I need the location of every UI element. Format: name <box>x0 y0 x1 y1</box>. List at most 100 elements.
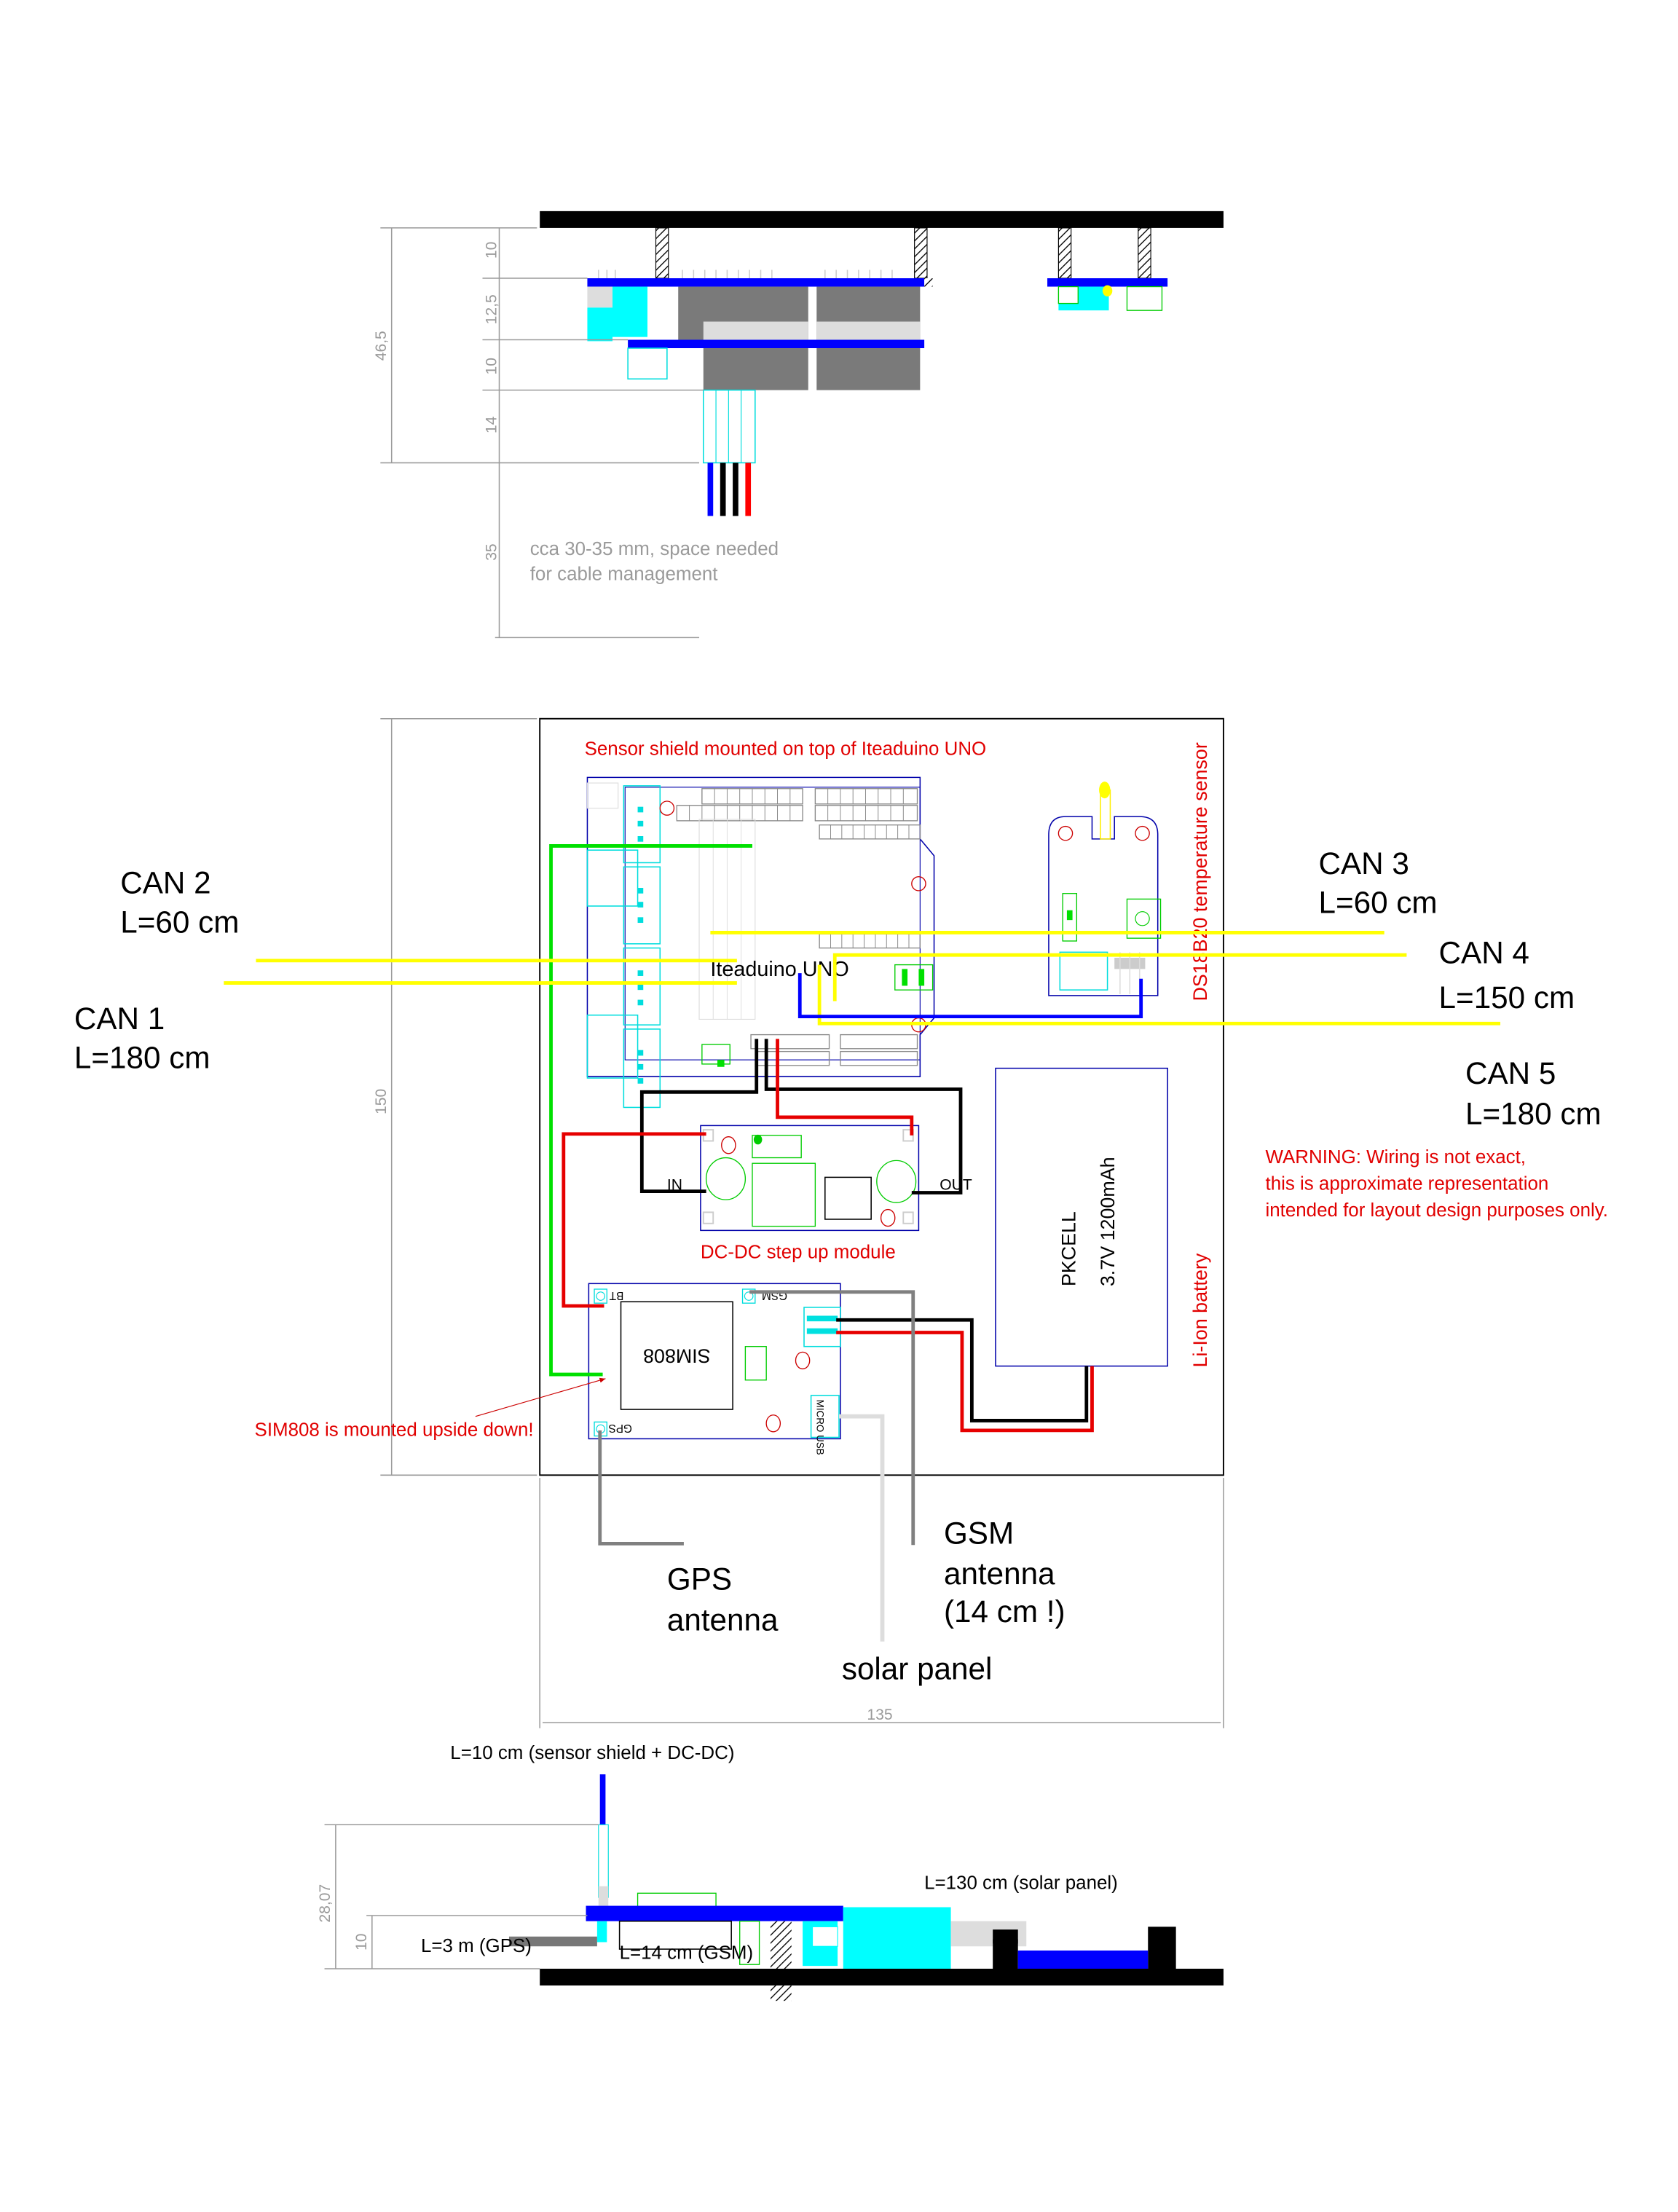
dim-46-5: 46,5 <box>373 331 390 361</box>
shield-corner <box>924 278 933 287</box>
wire-red-battery <box>836 1331 1094 1433</box>
cyan-connector-inner <box>811 1926 838 1947</box>
standoff <box>1057 227 1072 279</box>
sim-pad-bt: BT <box>609 1289 623 1302</box>
gsm-antenna-label2: antenna <box>944 1556 1055 1591</box>
header-block <box>703 348 808 390</box>
dim-10: 10 <box>484 242 500 259</box>
can3-length: L=60 cm <box>1318 886 1437 920</box>
standoff <box>1138 227 1151 279</box>
dim-135: 135 <box>867 1707 892 1723</box>
board-pcb <box>586 1905 843 1921</box>
wire-green <box>549 844 752 1377</box>
temp-sensor-part <box>1057 286 1079 304</box>
solar-connector <box>843 1907 951 1977</box>
can1-length: L=180 cm <box>74 1041 210 1075</box>
gps-antenna-label1: GPS <box>667 1562 732 1597</box>
warning-line1: WARNING: Wiring is not exact, <box>1266 1147 1526 1168</box>
gsm-cable-label: L=14 cm (GSM) <box>620 1943 754 1964</box>
dim-10-bottom: 10 <box>353 1934 370 1951</box>
wire-red-out <box>776 1039 914 1135</box>
dim-12-5: 12,5 <box>484 294 500 324</box>
can3-name: CAN 3 <box>1318 846 1409 881</box>
header-sleeve <box>703 321 808 340</box>
wire-blue <box>707 463 714 516</box>
dim-10b: 10 <box>484 358 500 374</box>
can4-length: L=150 cm <box>1439 980 1575 1015</box>
can4-name: CAN 4 <box>1439 936 1529 970</box>
wire-red <box>745 463 752 516</box>
side-view-top: 10 12,5 10 14 46,5 35 cca 30-35 mm, spac… <box>373 210 1224 639</box>
can-wire-5 <box>817 964 1501 1026</box>
header-sleeve <box>816 321 921 340</box>
dim-28-07: 28,07 <box>317 1884 334 1923</box>
can-wire-4 <box>832 953 1407 1001</box>
wire-black-out <box>764 1039 963 1194</box>
vertical-connector-base <box>598 1886 609 1906</box>
sim-pad-gps: GPS <box>608 1422 631 1434</box>
green-component <box>637 1892 717 1908</box>
can2-name: CAN 2 <box>120 866 210 900</box>
sim-upside-down-note: SIM808 is mounted upside down! <box>255 1420 534 1441</box>
sim-usb-label: MICRO USB <box>814 1400 825 1455</box>
wire-blue <box>797 973 1143 1019</box>
usb-connector <box>627 347 668 380</box>
dcdc-in-label: IN <box>667 1177 682 1194</box>
wire-red-in <box>562 1132 706 1308</box>
dimension-lines <box>380 227 704 639</box>
dim-14: 14 <box>484 416 500 433</box>
battery <box>995 1067 1168 1367</box>
enclosure-lid <box>540 210 1224 228</box>
gsm-antenna-label3: (14 cm !) <box>944 1594 1066 1629</box>
standoff <box>655 227 669 279</box>
dim-35: 35 <box>484 543 500 560</box>
shield-connector <box>587 286 613 308</box>
cable-connector <box>703 389 756 464</box>
sim-chip-label: SIM808 <box>643 1345 711 1367</box>
warning-line2: this is approximate representation <box>1266 1174 1549 1194</box>
dcdc-module <box>700 1125 920 1232</box>
cyan-small <box>596 1921 607 1943</box>
shield-cable-label: L=10 cm (sensor shield + DC-DC) <box>450 1743 734 1763</box>
dcdc-label: DC-DC step up module <box>701 1243 896 1263</box>
enclosure-floor <box>540 1968 1224 1986</box>
temp-sensor-pcb <box>1047 278 1168 287</box>
battery-line1: PKCELL <box>1057 1211 1079 1286</box>
cable-note-line2: for cable management <box>530 564 719 585</box>
solar-cable-label: L=130 cm (solar panel) <box>924 1873 1118 1894</box>
iteaduino-board <box>586 776 935 1109</box>
vertical-cable <box>599 1774 606 1825</box>
gsm-antenna-label1: GSM <box>944 1516 1014 1550</box>
cable-note-line1: cca 30-35 mm, space needed <box>530 539 779 559</box>
gps-connector <box>508 1936 597 1947</box>
iteaduino-pcb <box>628 339 925 349</box>
gps-cable-label: L=3 m (GPS) <box>421 1936 532 1956</box>
wiring <box>224 844 1501 1642</box>
temp-sensor-part <box>1126 286 1163 311</box>
standoff <box>914 227 928 279</box>
wire-black-battery <box>836 1318 1089 1422</box>
gps-antenna-label2: antenna <box>667 1602 779 1637</box>
green-part <box>739 1921 760 1965</box>
temp-sensor-led <box>1102 285 1113 296</box>
temp-sensor-label: DS18B20 temperature sensor <box>1189 742 1211 1001</box>
solar-panel-label: solar panel <box>842 1652 993 1686</box>
can5-name: CAN 5 <box>1465 1056 1556 1090</box>
standoff-bottom <box>770 1921 792 2002</box>
header-block <box>816 348 921 390</box>
can1-name: CAN 1 <box>74 1001 165 1036</box>
gps-antenna-cable <box>598 1430 684 1546</box>
sensor-shield-pcb <box>587 278 925 287</box>
shield-connector-cyan <box>587 307 613 342</box>
sim-component <box>618 1920 732 1950</box>
top-view: 150 135 Sensor shield mounted on top of … <box>74 717 1608 1728</box>
wire-black-in <box>639 1039 759 1194</box>
shield-title: Sensor shield mounted on top of Iteaduin… <box>585 739 987 760</box>
dim-150: 150 <box>373 1089 390 1114</box>
sim808-module <box>588 1283 841 1440</box>
shield-connector-cyan <box>612 286 647 337</box>
gsm-antenna-cable <box>749 1290 915 1546</box>
header-pins <box>598 269 893 279</box>
warning-line3: intended for layout design purposes only… <box>1266 1200 1608 1221</box>
